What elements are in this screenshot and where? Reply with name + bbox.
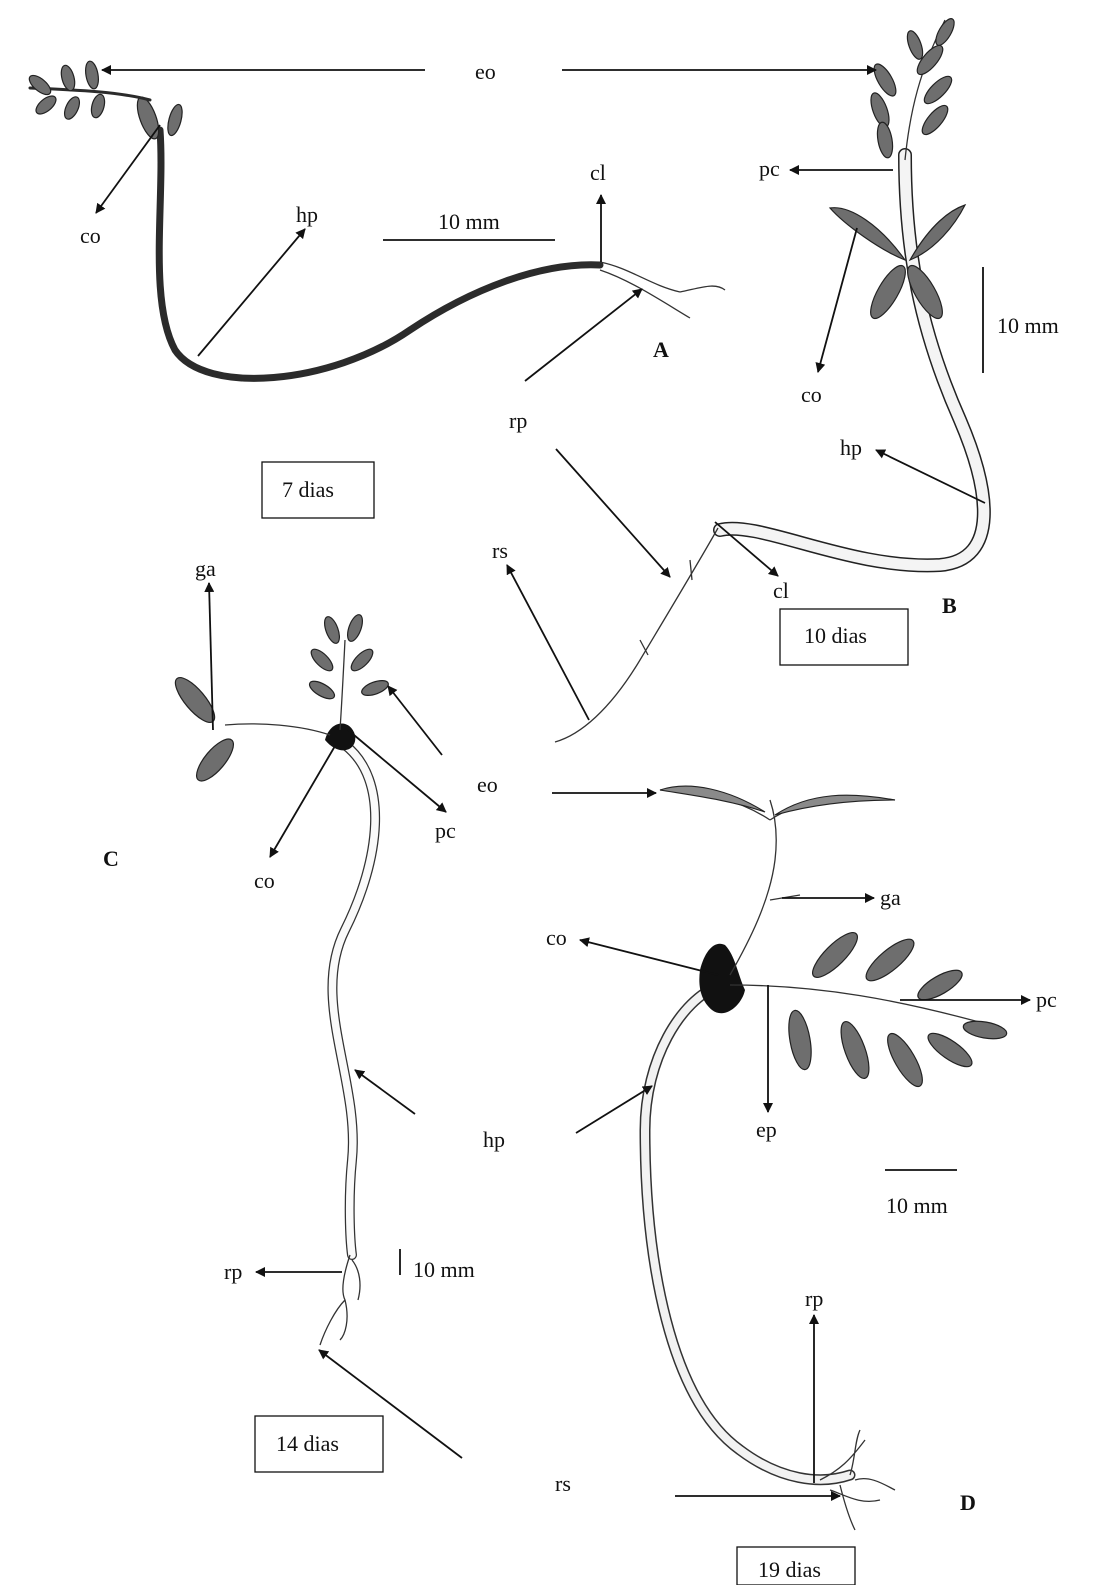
label-co-d: co [546,925,567,950]
panel-label-a: A [653,337,669,362]
label-cl-b: cl [773,578,789,603]
label-ep-d: ep [756,1117,777,1142]
label-hp-b: hp [840,435,862,460]
label-rp-d: rp [805,1286,823,1311]
label-scale-b: 10 mm [997,313,1059,338]
label-rs-b: rs [492,538,508,563]
label-scale-d: 10 mm [886,1193,948,1218]
label-hp-a: hp [296,202,318,227]
panel-label-c: C [103,846,119,871]
label-pc-c: pc [435,818,456,843]
label-co-c: co [254,868,275,893]
label-eo-top: eo [475,59,496,84]
label-pc-d: pc [1036,987,1057,1012]
label-ga-c: ga [195,556,216,581]
label-cl-a: cl [590,160,606,185]
days-text-c: 14 dias [276,1431,339,1456]
label-hp-c: hp [483,1127,505,1152]
label-scale-c: 10 mm [413,1257,475,1282]
label-scale-a: 10 mm [438,209,500,234]
seedling-b [555,16,984,742]
seedling-a [26,60,725,378]
label-pc-b: pc [759,156,780,181]
seedling-c [169,613,390,1345]
label-eo-c: eo [477,772,498,797]
label-rs-d: rs [555,1471,571,1496]
days-text-d: 19 dias [758,1557,821,1582]
days-text-a: 7 dias [282,477,334,502]
label-co-a: co [80,223,101,248]
label-ga-d: ga [880,885,901,910]
label-rp-b: rp [509,408,527,433]
panel-label-d: D [960,1490,976,1515]
days-text-b: 10 dias [804,623,867,648]
label-co-b: co [801,382,822,407]
panel-label-b: B [942,593,957,618]
label-rp-c: rp [224,1259,242,1284]
